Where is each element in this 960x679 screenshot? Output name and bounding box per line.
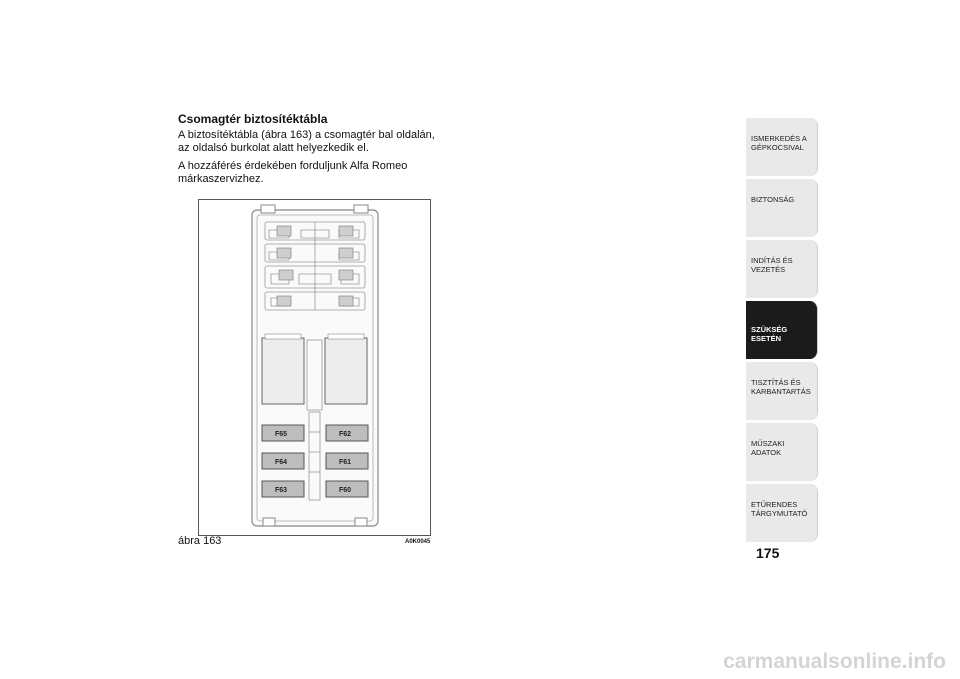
chapter-tab-label: MŰSZAKI ADATOK	[751, 439, 785, 457]
chapter-tab-label: ETŰRENDES TÁRGYMUTATÓ	[751, 500, 808, 518]
chapter-tab-biztonsag[interactable]: BIZTONSÁG	[746, 179, 818, 237]
chapter-tab-label: SZÜKSÉG ESETÉN	[751, 325, 788, 343]
chapter-tab-label: INDÍTÁS ÉS VEZETÉS	[751, 256, 793, 274]
chapter-tab-ismerkedes[interactable]: ISMERKEDÉS A GÉPKOCSIVAL	[746, 118, 818, 176]
fuse-box-diagram: F65 F62 F64 F61 F63 F60	[251, 204, 379, 527]
fuse-label: F65	[275, 431, 287, 438]
section-heading: Csomagtér biztosítéktábla	[178, 112, 328, 126]
fuse-label: F61	[339, 459, 351, 466]
chapter-tab-inditas[interactable]: INDÍTÁS ÉS VEZETÉS	[746, 240, 818, 298]
chapter-tab-label: BIZTONSÁG	[751, 195, 795, 204]
fuse-box-figure: F65 F62 F64 F61 F63 F60	[198, 199, 431, 536]
chapter-tab-szukseg-eseten[interactable]: SZÜKSÉG ESETÉN	[746, 301, 818, 359]
chapter-tab-label: TISZTÍTÁS ÉS KARBANTARTÁS	[751, 378, 811, 396]
page-number: 175	[756, 545, 780, 561]
fuse-label: F64	[275, 459, 287, 466]
figure-code: A0K0045	[405, 539, 431, 545]
chapter-tab-muszaki-adatok[interactable]: MŰSZAKI ADATOK	[746, 423, 818, 481]
fuse-label: F62	[339, 431, 351, 438]
watermark: carmanualsonline.info	[723, 650, 946, 673]
figure-caption: ábra 163	[178, 535, 222, 547]
fuse-label: F63	[275, 487, 287, 494]
chapter-tab-tisztitas[interactable]: TISZTÍTÁS ÉS KARBANTARTÁS	[746, 362, 818, 420]
chapter-tab-label: ISMERKEDÉS A GÉPKOCSIVAL	[751, 134, 807, 152]
intro-paragraph: A biztosítéktábla (ábra 163) a csomagtér…	[178, 129, 435, 154]
fuse-label: F60	[339, 487, 351, 494]
access-paragraph: A hozzáférés érdekében forduljunk Alfa R…	[178, 160, 408, 185]
chapter-tab-targymutato[interactable]: ETŰRENDES TÁRGYMUTATÓ	[746, 484, 818, 542]
fuse-sockets	[261, 424, 369, 498]
